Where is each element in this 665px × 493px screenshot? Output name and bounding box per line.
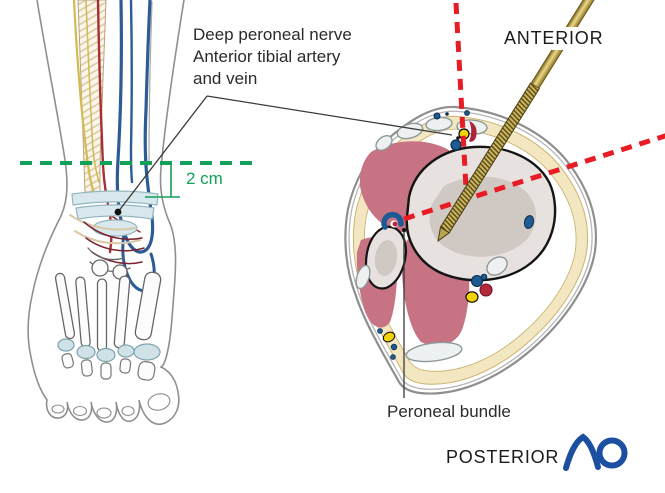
- neurovascular-label-line-2: Anterior tibial artery: [193, 47, 341, 66]
- ankle-cross-section: [344, 105, 598, 395]
- sural-nerve-dot: [382, 331, 396, 343]
- leg-skin-outline-right: [159, 0, 185, 368]
- metatarsal-head-caps: [57, 338, 161, 363]
- peroneal-bundle-label: Peroneal bundle: [387, 402, 511, 421]
- vein-hairpin: [115, 0, 155, 254]
- ankle-vessel-arc-1: [83, 221, 143, 240]
- measurement-graphics: [20, 161, 254, 198]
- superficial-vein-dot-2: [445, 112, 449, 116]
- tibial-nerve-dot: [465, 291, 479, 303]
- peroneal-nerve-branch: [85, 0, 100, 183]
- neurovascular-label-line-3: and vein: [193, 69, 258, 88]
- neurovascular-label-line-1: Deep peroneal nerve: [193, 25, 352, 44]
- ao-logo-a: [563, 433, 601, 471]
- leader-lines: [117, 95, 453, 398]
- oblique-axis-dashed-line: [403, 133, 665, 222]
- superficial-vein-dot-1: [433, 112, 441, 120]
- ao-logo-o: [596, 437, 628, 469]
- metatarsal-bones: [54, 271, 162, 352]
- leg-anterior-view: [27, 0, 185, 425]
- measurement-label: 2 cm: [186, 169, 223, 188]
- neurovascular-structures: [377, 110, 535, 360]
- tarsal-bone-1: [91, 259, 109, 277]
- small-vein-dot-1: [377, 328, 383, 334]
- leader-to-ankle: [117, 95, 208, 213]
- ao-logo: [563, 433, 628, 471]
- anterior-tibial-artery-crescent: [469, 121, 477, 142]
- small-vein-dot-3: [390, 354, 396, 360]
- tibia-medulla: [429, 176, 536, 257]
- ankle-vessel-arc-2: [85, 237, 145, 252]
- peroneal-nerve-line: [72, 0, 99, 204]
- leader-to-cross-section: [206, 95, 453, 136]
- fibula-medulla: [374, 240, 398, 276]
- fibula-shaft: [148, 1, 153, 166]
- toenails: [51, 393, 171, 419]
- anterior-tibial-vein-dot: [450, 139, 462, 151]
- small-vein-dot-2: [390, 343, 398, 351]
- phalanx-bones: [61, 353, 156, 381]
- ankle-joint-band-upper: [71, 190, 159, 206]
- anterior-label: ANTERIOR: [500, 27, 608, 50]
- ankle-target-dot: [114, 208, 122, 216]
- peroneal-vein-crescent: [381, 211, 404, 230]
- posterior-tibial-vein-dot: [470, 274, 484, 288]
- retinaculum-band: [69, 214, 136, 231]
- neurovascular-label: Deep peroneal nerve Anterior tibial arte…: [193, 24, 352, 90]
- posterior-tibial-artery-dot: [479, 283, 493, 297]
- sagittal-axis-dashed-line: [453, 2, 469, 189]
- peroneal-target-dot: [402, 228, 406, 232]
- vein-middle: [129, 0, 134, 184]
- lateral-vein-oval: [523, 215, 535, 229]
- posterior-label: POSTERIOR: [446, 447, 560, 467]
- leg-skin-outline-left: [36, 0, 68, 223]
- peroneal-artery-dot: [392, 221, 398, 227]
- foot-outline: [27, 221, 180, 425]
- small-dot: [456, 136, 460, 140]
- superficial-vein-dot-3: [464, 110, 470, 116]
- tarsal-outline-1: [87, 247, 125, 261]
- posterior-tibial-vein-dot-2: [480, 273, 488, 281]
- retinaculum-band-2: [74, 230, 141, 245]
